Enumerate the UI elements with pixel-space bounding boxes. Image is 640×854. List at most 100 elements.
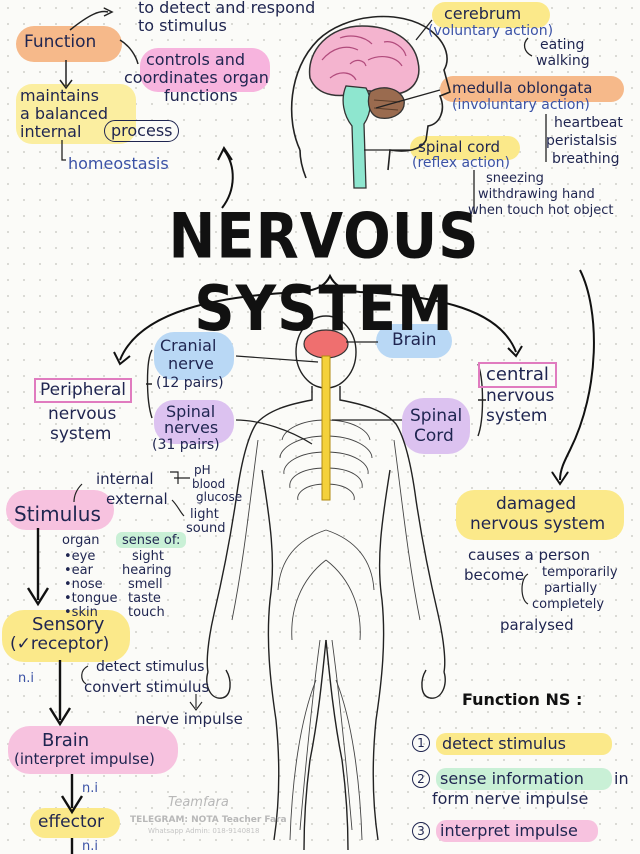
- sensory-label: Sensory: [32, 614, 105, 635]
- fn2-line2: form nerve impulse: [432, 789, 589, 808]
- internal-stim: internal: [96, 470, 154, 488]
- peripheral-line2: nervous: [48, 404, 117, 424]
- coordinates-text: coordinates organ: [124, 68, 269, 87]
- fn2-highlight: [436, 768, 612, 790]
- controls-highlight: [140, 48, 270, 92]
- damaged-label2: nervous system: [470, 514, 606, 534]
- damaged-label1: damaged: [496, 494, 577, 514]
- glucose-text: glucose: [196, 490, 243, 504]
- convert-stimulus-text: convert stimulus: [84, 678, 210, 696]
- ni-3: n.i: [82, 839, 98, 854]
- organ-tongue: •tongue: [64, 591, 118, 606]
- maintains-text: maintains: [20, 86, 99, 105]
- head-outline: [290, 15, 451, 171]
- internal-text: internal: [20, 122, 82, 141]
- central-label: central: [478, 362, 557, 388]
- interpret-label: (interpret impulse): [14, 750, 155, 768]
- peripheral-label: Peripheral: [34, 378, 132, 403]
- page-title: NERVOUS SYSTEM: [168, 200, 480, 346]
- fn2-num: 2: [412, 770, 430, 788]
- ni-2: n.i: [82, 781, 98, 796]
- fn2-extra: in: [614, 769, 629, 788]
- cerebrum-label: cerebrum: [444, 4, 522, 23]
- fn3-highlight: [436, 820, 598, 842]
- ni-1: n.i: [18, 671, 34, 686]
- function-label: Function: [24, 32, 97, 52]
- spinal-cord-highlight: [410, 136, 520, 160]
- fn3-text: interpret impulse: [440, 821, 578, 840]
- organ-ear: •ear: [64, 563, 93, 578]
- effector-label: effector: [38, 812, 105, 832]
- medulla-highlight: [440, 76, 624, 102]
- cord-label: Cord: [414, 426, 454, 446]
- organ-header: organ: [62, 533, 100, 548]
- light-text: light: [190, 507, 219, 522]
- watermark-line1: TELEGRAM: NOTA Teacher Fara: [130, 815, 287, 825]
- sensory-highlight: [2, 610, 130, 662]
- causes-text: causes a person: [468, 546, 590, 564]
- spinal-nerves-text: Spinal: [166, 402, 216, 421]
- breathing-text: breathing: [552, 151, 620, 167]
- watermark-signature: Teamfara: [168, 795, 229, 810]
- completely-text: completely: [532, 597, 605, 612]
- process-text: process: [104, 120, 180, 142]
- central-line3: system: [486, 406, 548, 426]
- heartbeat-text: heartbeat: [554, 115, 623, 131]
- brainstem-shape: [342, 85, 371, 189]
- cranial-pairs: (12 pairs): [156, 375, 224, 391]
- homeostasis-text: homeostasis: [68, 154, 169, 173]
- eating-text: eating: [540, 37, 585, 53]
- sound-text: sound: [186, 521, 226, 536]
- cranial-text: Cranial: [160, 336, 217, 355]
- organ-nose: •nose: [64, 577, 103, 592]
- brain-label-highlight: [376, 324, 452, 358]
- spinal-nerves-highlight: [154, 400, 234, 444]
- organ-skin: •skin: [64, 605, 98, 620]
- cerebellum-shape: [367, 87, 405, 119]
- partially-text: partially: [544, 581, 598, 596]
- cerebrum-action: (voluntary action): [428, 23, 554, 39]
- detect-stimulus-text: detect stimulus: [96, 659, 205, 675]
- sense-taste: taste: [128, 591, 161, 606]
- spinal-label: Spinal: [410, 406, 463, 426]
- ph-text: pH: [194, 463, 211, 477]
- brain-label: Brain: [392, 330, 437, 350]
- sense-touch: touch: [128, 605, 165, 620]
- balanced-text: a balanced: [20, 104, 109, 123]
- when-touch-text: when touch hot object: [468, 203, 614, 218]
- cerebrum-highlight: [432, 2, 550, 28]
- spinal-pairs: (31 pairs): [152, 437, 220, 453]
- stimulus-highlight: [6, 490, 114, 530]
- fn1-highlight: [436, 733, 612, 755]
- body-spinal-cord: [321, 355, 331, 501]
- peristalsis-text: peristalsis: [546, 133, 617, 149]
- effector-highlight: [30, 808, 120, 838]
- walking-text: walking: [536, 53, 590, 69]
- functions-text: functions: [164, 86, 238, 105]
- spinal-nerves-text2: nerves: [164, 418, 219, 437]
- brain-flow-label: Brain: [42, 730, 90, 751]
- external-stim: external: [106, 490, 168, 508]
- spinal-action: (reflex action): [412, 155, 510, 171]
- function-highlight: [16, 26, 122, 62]
- spinal-cord-label: spinal cord: [418, 138, 500, 156]
- paralysed-text: paralysed: [500, 616, 574, 634]
- sense-smell: smell: [128, 577, 163, 592]
- watermark-line2: Whatsapp Admin: 018-9140818: [148, 827, 260, 835]
- stimulus-label: Stimulus: [14, 502, 101, 526]
- brain-flow-highlight: [8, 726, 178, 774]
- sneezing-text: sneezing: [486, 171, 544, 186]
- blood-text: blood: [192, 477, 226, 491]
- detect-respond-text: to detect and respond: [138, 0, 316, 17]
- temporarily-text: temporarily: [542, 565, 618, 580]
- body-figure: [206, 315, 446, 851]
- cerebrum-shape: [308, 25, 420, 97]
- sense-hearing: hearing: [122, 563, 172, 578]
- fn1-num: 1: [412, 734, 430, 752]
- withdrawing-text: withdrawing hand: [478, 187, 595, 202]
- fn2-text: sense information: [440, 769, 584, 788]
- function-ns-title: Function NS :: [462, 690, 583, 709]
- sense-of-highlight: [116, 532, 186, 548]
- controls-text: controls and: [146, 50, 245, 69]
